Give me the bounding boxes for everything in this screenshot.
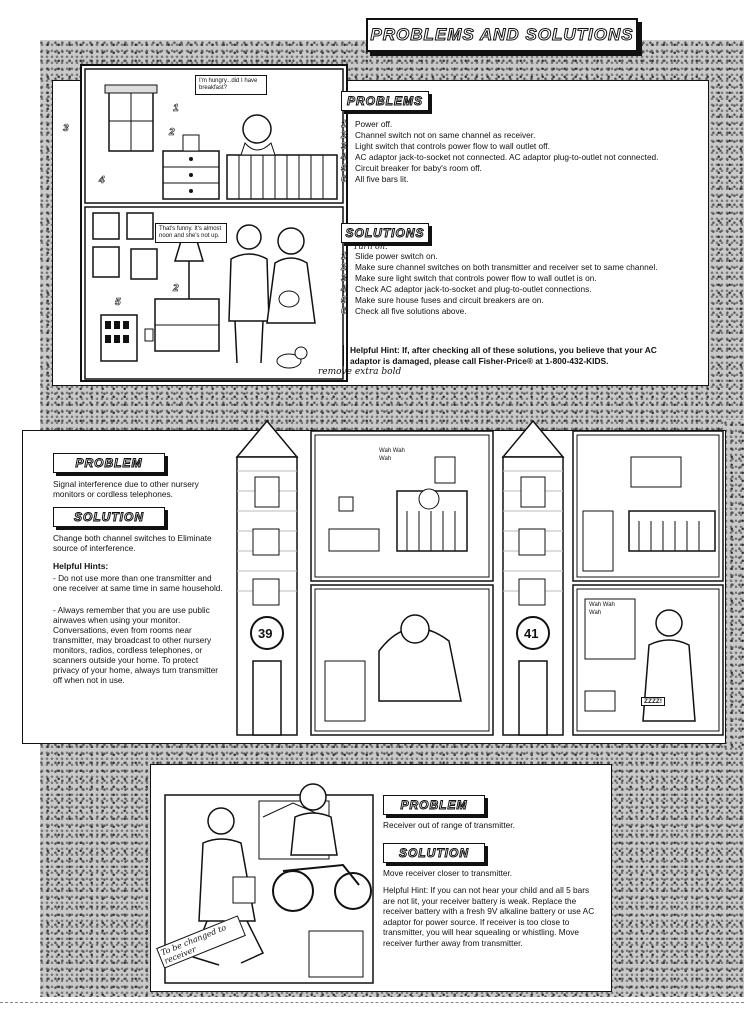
interference-hint-1: - Do not use more than one transmitter a… xyxy=(53,573,223,593)
page-title: PROBLEMS AND SOLUTIONS xyxy=(370,25,634,45)
range-solution-heading-box: SOLUTION xyxy=(383,843,485,863)
range-solution-text: Move receiver closer to transmitter. xyxy=(383,868,513,878)
range-solution-heading: SOLUTION xyxy=(399,846,469,861)
range-problem-heading-box: PROBLEM xyxy=(383,795,485,815)
house-number-right: 41 xyxy=(524,626,539,641)
interference-problem-heading: PROBLEM xyxy=(75,456,143,471)
label-4: 4 xyxy=(99,175,105,187)
helpful-hint-power: Helpful Hint: If, after checking all of … xyxy=(343,345,680,366)
snore-text: ZZZZ! xyxy=(641,697,666,706)
speech-bubble-baby: I'm hungry...did I have breakfast? xyxy=(195,75,267,95)
handwritten-remove-bold: remove extra bold xyxy=(318,367,402,377)
label-2: 2 xyxy=(169,127,175,139)
section-interference: PROBLEM Signal interference due to other… xyxy=(22,419,726,744)
house-number-left: 39 xyxy=(258,626,273,641)
interference-solution-heading: SOLUTION xyxy=(74,510,144,525)
interference-problem-text: Signal interference due to other nursery… xyxy=(53,479,199,499)
page-banner: PROBLEMS AND SOLUTIONS xyxy=(366,18,638,52)
label-5: 5 xyxy=(115,297,121,309)
label-2b: 2 xyxy=(173,283,179,295)
range-problem-text: Receiver out of range of transmitter. xyxy=(383,820,515,830)
label-1: 1 xyxy=(173,103,179,115)
range-problem-heading: PROBLEM xyxy=(400,798,468,813)
speech-bubble-dad: That's funny. It's almost noon and she's… xyxy=(155,223,227,243)
solutions-heading: SOLUTIONS xyxy=(345,226,425,241)
receiver-range-illustration: To be changed to receiver xyxy=(156,781,375,985)
interference-problem-heading-box: PROBLEM xyxy=(53,453,165,473)
label-3: 3 xyxy=(63,123,69,135)
problems-heading: PROBLEMS xyxy=(346,94,423,109)
interference-hint-2: - Always remember that you are use publi… xyxy=(53,605,219,685)
section-power-problems: I'm hungry...did I have breakfast? That'… xyxy=(52,64,709,386)
interference-hints-title: Helpful Hints: xyxy=(53,561,109,571)
problems-heading-box: PROBLEMS xyxy=(341,91,429,111)
interference-solution-text: Change both channel switches to Eliminat… xyxy=(53,533,212,553)
crying-text-top: Wah Wah Wah xyxy=(379,448,405,462)
range-helpful-hint: Helpful Hint: If you can not hear your c… xyxy=(383,885,595,948)
house-illustration: I'm hungry...did I have breakfast? That'… xyxy=(63,63,349,383)
neighbor-houses-illustration: 39 41 Wah Wah Wah Wah Wah Wah ZZZZ! xyxy=(229,401,725,737)
handwritten-turn-on: Turn on. xyxy=(353,242,388,251)
background-texture-right xyxy=(724,420,744,750)
solutions-heading-box: SOLUTIONS xyxy=(341,223,429,243)
crying-text-right: Wah Wah Wah xyxy=(589,602,615,616)
interference-solution-heading-box: SOLUTION xyxy=(53,507,165,527)
bottom-rule xyxy=(0,1002,744,1004)
section-range: To be changed to receiver PROBLEM Receiv… xyxy=(150,764,612,992)
